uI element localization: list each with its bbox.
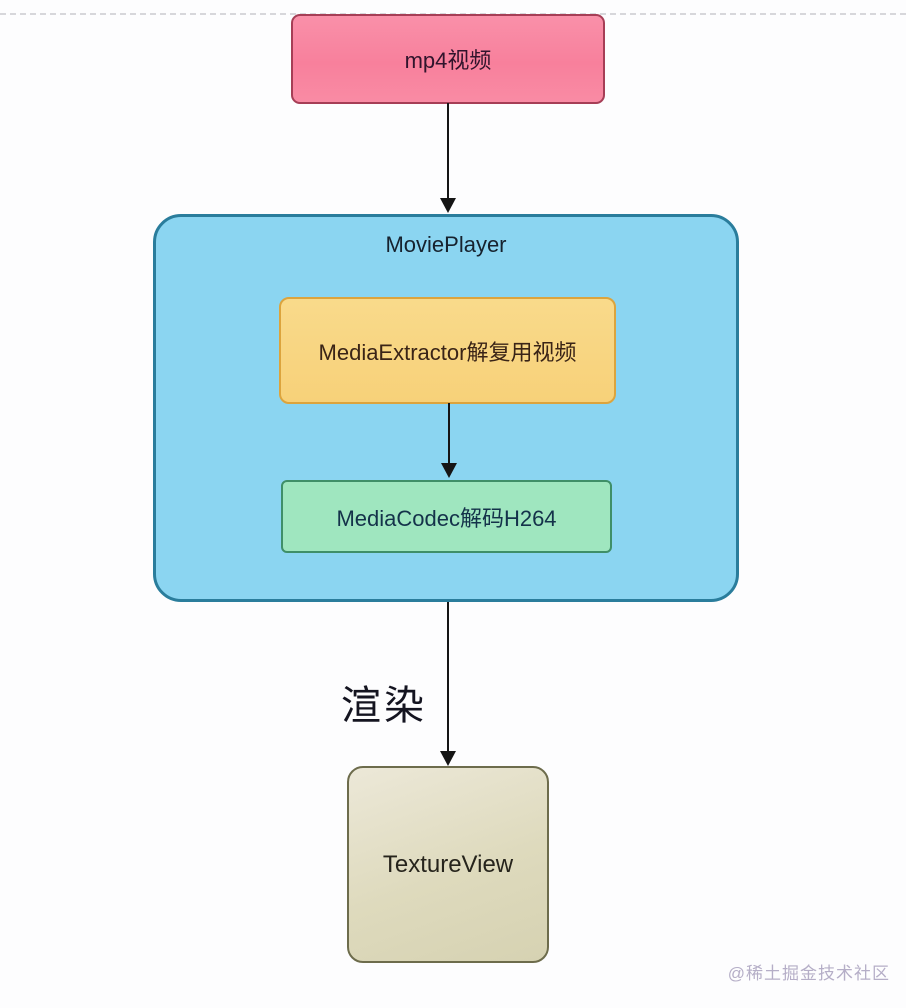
watermark-text: @稀土掘金技术社区 [727, 964, 890, 983]
node-mediaextractor-label: MediaExtractor解复用视频 [318, 339, 577, 365]
node-textureview-label: TextureView [382, 850, 514, 878]
node-mediacodec: MediaCodec解码H264 [281, 480, 612, 553]
node-textureview: TextureView [347, 766, 549, 963]
arrow-movieplayer-to-textureview [439, 602, 457, 766]
container-movieplayer-title: MoviePlayer [385, 232, 507, 257]
arrow-shaft [446, 602, 450, 751]
node-mediaextractor: MediaExtractor解复用视频 [279, 297, 616, 404]
edge-label-render: 渲染 [341, 684, 427, 728]
node-mp4-video-label: mp4视频 [404, 48, 492, 73]
arrow-shaft [447, 403, 451, 463]
arrowhead-down-icon [441, 463, 457, 478]
container-movieplayer: MoviePlayer MediaExtractor解复用视频 MediaCod… [153, 214, 739, 602]
arrow-extractor-to-codec [440, 403, 458, 478]
arrow-mp4-to-movieplayer [439, 103, 457, 213]
arrow-shaft [446, 103, 450, 198]
arrowhead-down-icon [440, 198, 456, 213]
arrowhead-down-icon [440, 751, 456, 766]
node-mediacodec-label: MediaCodec解码H264 [336, 505, 557, 531]
node-mp4-video: mp4视频 [291, 14, 605, 104]
